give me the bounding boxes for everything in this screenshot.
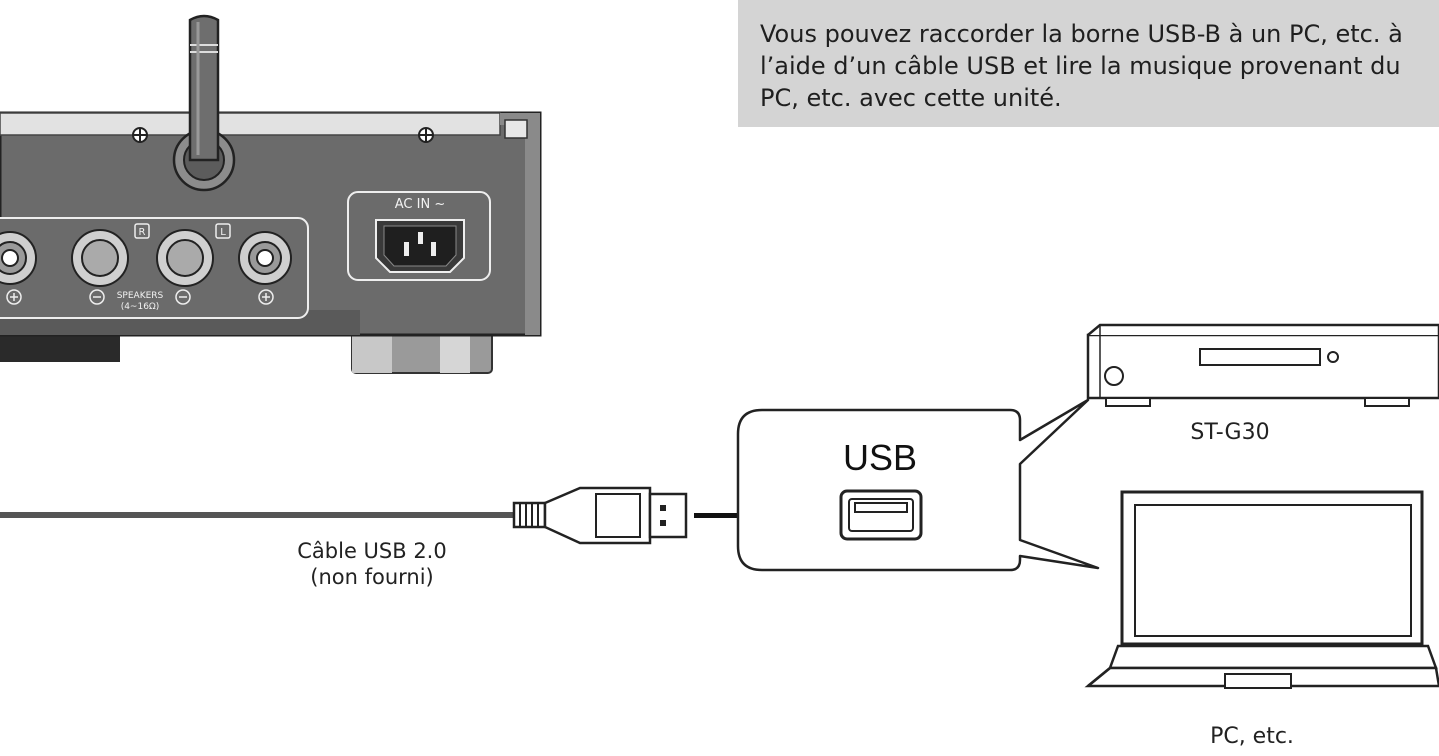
- minus-sign-icon: [175, 289, 191, 305]
- instruction-note: Vous pouvez raccorder la borne USB-B à u…: [738, 0, 1439, 127]
- plus-sign-icon: [6, 289, 22, 305]
- cable-label-line1: Câble USB 2.0: [297, 539, 447, 563]
- cable-label-line2: (non fourni): [310, 565, 434, 589]
- st-g30-device: [1086, 323, 1439, 407]
- minus-sign-icon: [89, 289, 105, 305]
- speaker-terminal: [0, 231, 37, 285]
- usb-cable: [0, 486, 688, 545]
- speaker-terminal: [238, 231, 292, 285]
- usb-a-port-icon: [839, 489, 923, 541]
- plus-sign-icon: [258, 289, 274, 305]
- player-label: ST-G30: [1190, 420, 1270, 445]
- impedance-label: (4~16Ω): [121, 302, 160, 312]
- laptop-device: [1084, 490, 1439, 689]
- speaker-terminal: [156, 229, 214, 287]
- power-inlet-icon: [375, 219, 465, 273]
- ac-in-label: AC IN ~: [395, 197, 445, 212]
- usb-port-callout: [736, 398, 1100, 572]
- screw-icon: [418, 127, 434, 143]
- computer-label: PC, etc.: [1210, 724, 1294, 749]
- usb-port-label: USB: [842, 437, 918, 478]
- antenna-icon: [172, 14, 236, 192]
- left-channel-mark: L: [220, 227, 226, 238]
- cable-label: Câble USB 2.0 (non fourni): [222, 538, 522, 590]
- screw-icon: [132, 127, 148, 143]
- amplifier-rear-panel: R L SPEAKERS (4~16Ω) AC IN ~: [0, 14, 542, 374]
- speakers-label: SPEAKERS: [117, 291, 164, 301]
- speaker-terminal: [71, 229, 129, 287]
- right-channel-mark: R: [139, 227, 146, 238]
